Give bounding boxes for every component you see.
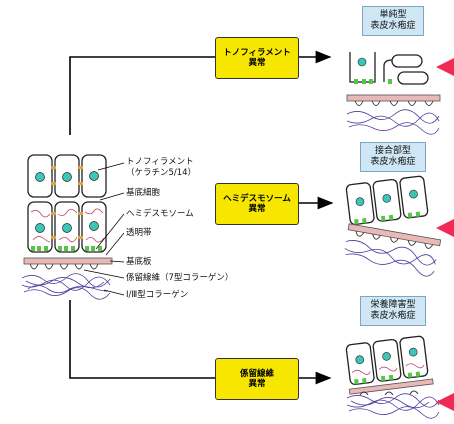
- type-line2: 表皮水疱症: [370, 157, 416, 167]
- basal-cell-row: [27, 201, 107, 253]
- simple-type-illustration: [346, 52, 454, 135]
- label-basal-lamina: 基底板: [126, 257, 152, 267]
- upper-cell-row: [27, 154, 107, 198]
- collagen-fibers: [21, 273, 111, 300]
- type-line1: 栄養障害型: [370, 300, 416, 310]
- label-anchoring-fibril: 係留線維（7型コラーゲン）: [126, 273, 234, 283]
- dystrophic-type-illustration: [345, 335, 454, 419]
- callout-tonofilament-abnormality: トノフィラメント 異常: [215, 37, 299, 79]
- leader-lines: [83, 162, 125, 296]
- type-line2: 表皮水疱症: [370, 311, 416, 321]
- type-simple: 単純型 表皮水疱症: [362, 6, 424, 36]
- junctional-type-illustration: [344, 175, 454, 277]
- callout-line1: 係留線維: [239, 369, 274, 379]
- type-line1: 接合部型: [374, 146, 411, 156]
- callout-line1: ヘミデスモソーム: [223, 194, 291, 204]
- callout-line2: 異常: [248, 379, 266, 389]
- label-keratin: （ケラチン5/14）: [126, 168, 197, 178]
- callout-line2: 異常: [248, 58, 266, 68]
- branch-lines: [69, 50, 334, 385]
- callout-line2: 異常: [248, 204, 266, 214]
- callout-anchoring-fibril-abnormality: 係留線維 異常: [215, 358, 299, 400]
- type-line2: 表皮水疱症: [370, 21, 416, 31]
- label-lamina-lucida: 透明帯: [126, 228, 152, 238]
- label-tonofilament: トノフィラメント: [126, 157, 194, 167]
- type-dystrophic: 栄養障害型 表皮水疱症: [360, 296, 426, 326]
- basement-membrane: [23, 257, 113, 265]
- type-line1: 単純型: [379, 10, 407, 20]
- callout-hemidesmosome-abnormality: ヘミデスモソーム 異常: [215, 183, 299, 225]
- type-junctional: 接合部型 表皮水疱症: [360, 142, 426, 172]
- label-collagen: Ⅰ/Ⅲ型コラーゲン: [126, 290, 189, 300]
- label-hemidesmosome: ヘミデスモソーム: [126, 209, 194, 219]
- anchoring-fibrils: [29, 263, 99, 270]
- normal-skin-structure: [21, 154, 113, 300]
- label-basal-cell: 基底細胞: [126, 188, 161, 198]
- callout-line1: トノフィラメント: [223, 48, 291, 58]
